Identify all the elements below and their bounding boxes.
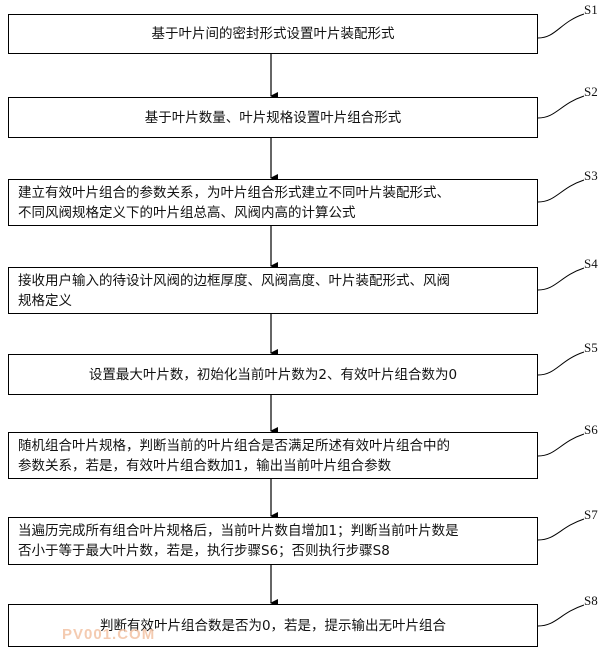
leader-s2 — [537, 95, 585, 119]
watermark-text: PV001.COM — [62, 626, 156, 643]
step-text-s2: 基于叶片数量、叶片规格设置叶片组合形式 — [144, 109, 402, 126]
leader-s8 — [537, 604, 585, 627]
step-label-s5: S5 — [584, 340, 598, 355]
step-label-s3: S3 — [584, 168, 598, 183]
step-box-s7: 当遍历完成所有组合叶片规格后，当前叶片数自增加1；判断当前叶片数是 否小于等于最… — [8, 517, 538, 565]
leader-s5 — [537, 351, 585, 376]
step-box-s8: 判断有效叶片组合数是否为0，若是，提示输出无叶片组合 — [8, 604, 538, 647]
leader-s6 — [537, 433, 585, 457]
step-box-s6: 随机组合叶片规格，判断当前的叶片组合是否满足所述有效叶片组合中的 参数关系，若是… — [8, 432, 538, 479]
step-text-s6-line1: 随机组合叶片规格，判断当前的叶片组合是否满足所述有效叶片组合中的 — [18, 437, 450, 454]
step-text-s4-line2: 规格定义 — [18, 292, 72, 309]
step-text-s6-line2: 参数关系，若是，有效叶片组合数加1，输出当前叶片组合参数 — [18, 457, 392, 474]
leader-s4 — [537, 267, 585, 291]
step-text-s5: 设置最大叶片数，初始化当前叶片数为2、有效叶片组合数为0 — [88, 366, 458, 383]
step-box-s5: 设置最大叶片数，初始化当前叶片数为2、有效叶片组合数为0 — [8, 354, 538, 395]
leader-s3 — [537, 179, 585, 203]
step-box-s3: 建立有效叶片组合的参数关系，为叶片组合形式建立不同叶片装配形式、 不同风阀规格定… — [8, 179, 538, 226]
step-label-s8: S8 — [584, 593, 598, 608]
step-text-s7-line2: 否小于等于最大叶片数，若是，执行步骤S6；否则执行步骤S8 — [18, 543, 390, 559]
step-label-s7: S7 — [584, 507, 598, 522]
step-text-s3-line2: 不同风阀规格定义下的叶片组总高、风阀内高的计算公式 — [18, 204, 356, 221]
step-label-s1: S1 — [584, 2, 598, 17]
step-label-s6: S6 — [584, 422, 598, 437]
step-box-s2: 基于叶片数量、叶片规格设置叶片组合形式 — [8, 97, 538, 138]
step-text-s7-line1: 当遍历完成所有组合叶片规格后，当前叶片数自增加1；判断当前叶片数是 — [18, 523, 459, 539]
step-label-s4: S4 — [584, 256, 598, 271]
step-box-s1: 基于叶片间的密封形式设置叶片装配形式 — [8, 14, 538, 54]
step-text-s3-line1: 建立有效叶片组合的参数关系，为叶片组合形式建立不同叶片装配形式、 — [18, 184, 450, 201]
leader-s7 — [537, 518, 585, 541]
step-text-s8: 判断有效叶片组合数是否为0，若是，提示输出无叶片组合 — [99, 617, 447, 634]
step-label-s2: S2 — [584, 84, 598, 99]
step-box-s4: 接收用户输入的待设计风阀的边框厚度、风阀高度、叶片装配形式、风阀 规格定义 — [8, 267, 538, 314]
step-text-s1: 基于叶片间的密封形式设置叶片装配形式 — [151, 26, 395, 42]
leader-s1 — [537, 13, 585, 39]
step-text-s4-line1: 接收用户输入的待设计风阀的边框厚度、风阀高度、叶片装配形式、风阀 — [18, 272, 450, 289]
